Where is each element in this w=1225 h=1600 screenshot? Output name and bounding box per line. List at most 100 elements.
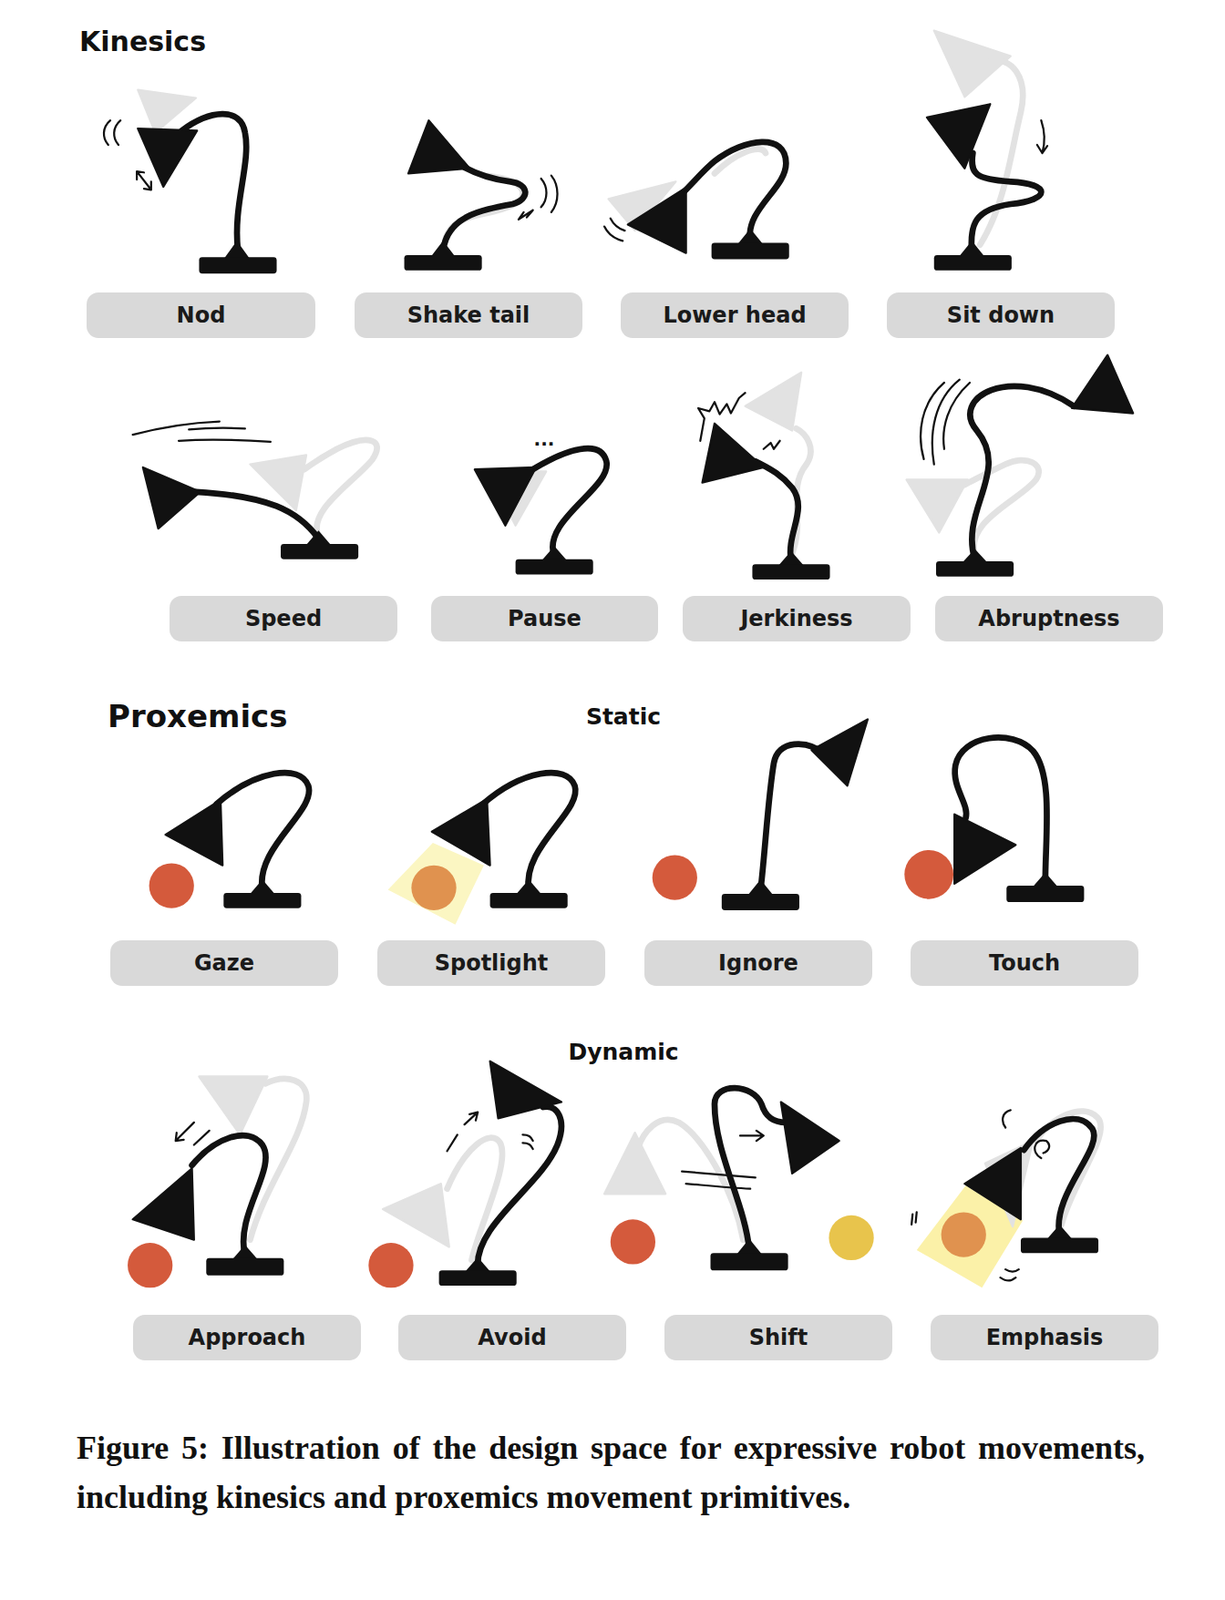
lamp-part-path: [681, 142, 786, 242]
lamp-part-polygon: [382, 1183, 450, 1247]
lamp-shake-tail: [404, 120, 558, 271]
label-box: Avoid: [398, 1315, 627, 1361]
lamp-part-path: [249, 1079, 307, 1241]
label-box: Gaze: [110, 940, 339, 987]
label-box: Ignore: [644, 940, 873, 987]
lamp-part-rect: [404, 255, 483, 271]
lamp-part-path: [1037, 120, 1048, 154]
lamp-speed: [133, 422, 378, 560]
lamp-part-path: [518, 210, 534, 220]
lamp-pause: [474, 448, 608, 575]
lamp-part-path: [192, 1135, 267, 1256]
movement-label: Shift: [749, 1325, 809, 1351]
lamp-part-path: [447, 1138, 503, 1261]
lamp-part-path: [763, 441, 781, 450]
lamp-part-path: [223, 240, 250, 259]
lamp-avoid: [368, 1061, 562, 1289]
lamp-part-rect: [1020, 1237, 1099, 1254]
label-box: Shake tail: [354, 292, 583, 339]
lamp-part-polygon: [781, 1101, 840, 1174]
lamp-part-rect: [936, 561, 1014, 577]
movement-label: Pause: [507, 606, 582, 632]
lamp-part-circle: [411, 865, 456, 911]
movement-label: Speed: [245, 606, 322, 632]
lamp-ignore: [652, 720, 868, 911]
lamp-part-path: [136, 171, 152, 190]
label-box: Shift: [664, 1315, 893, 1361]
lamp-part-polygon: [964, 1148, 1021, 1220]
sub-heading: Dynamic: [567, 1039, 679, 1066]
lamp-part-circle: [904, 850, 954, 900]
lamp-part-path: [442, 167, 525, 252]
lamp-part-rect: [710, 1253, 789, 1271]
lamp-part-path: [477, 1107, 562, 1268]
lamp-part-path: [1031, 873, 1059, 889]
lamp-sit-down: [926, 30, 1048, 271]
movement-label: Touch: [988, 950, 1061, 977]
lamp-part-path: [604, 218, 625, 242]
lamp-part-path: [698, 392, 746, 442]
lamp-part-path: [541, 545, 568, 562]
lamp-part-rect: [1006, 885, 1084, 903]
lamp-spotlight: [388, 772, 577, 926]
lamp-part-circle: [127, 1243, 173, 1288]
movement-label: Shake tail: [407, 302, 531, 329]
label-box: Lower head: [620, 292, 849, 339]
lamp-part-circle: [149, 863, 195, 908]
lamp-part-path: [541, 175, 558, 213]
lamp-part-path: [958, 240, 986, 258]
lamp-part-circle: [652, 854, 698, 900]
label-box: Speed: [169, 596, 398, 642]
lamp-part-polygon: [627, 187, 687, 254]
lamp-part-rect: [205, 1258, 284, 1277]
lamp-part-rect: [490, 893, 568, 909]
movement-label: Emphasis: [986, 1325, 1104, 1351]
lamp-part-rect: [439, 1270, 517, 1287]
lamp-part-rect: [198, 257, 277, 274]
movement-label: Nod: [176, 302, 227, 329]
lamp-jerkiness: [698, 372, 830, 580]
lamp-part-polygon: [811, 720, 868, 787]
lamp-part-path: [777, 551, 804, 567]
movement-label: Avoid: [477, 1325, 546, 1351]
movement-label: Approach: [188, 1325, 307, 1351]
lamp-part-rect: [515, 559, 594, 576]
lamp-part-path: [175, 1122, 210, 1146]
lamp-part-path: [971, 153, 1042, 252]
lamp-part-polygon: [954, 814, 1016, 885]
lamp-part-path: [911, 1212, 1020, 1281]
lamp-part-path: [681, 1131, 764, 1190]
lamp-part-rect: [721, 894, 800, 911]
lamp-part-path: [103, 120, 121, 145]
lamp-part-polygon: [926, 103, 990, 169]
lamp-lower-head: [604, 142, 790, 260]
label-box: Jerkiness: [682, 596, 911, 642]
lamp-part-polygon: [198, 1076, 268, 1135]
lamp-part-path: [979, 60, 1023, 245]
lamp-part-rect: [280, 544, 359, 560]
movement-label: Ignore: [718, 950, 799, 977]
label-box: Spotlight: [377, 940, 606, 987]
movement-label: Spotlight: [434, 950, 549, 977]
section-heading: Proxemics: [107, 698, 289, 735]
lamp-part-polygon: [604, 1132, 666, 1195]
lamp-part-path: [755, 461, 799, 562]
lamp-part-path: [760, 744, 827, 892]
lamp-part-path: [483, 772, 577, 890]
lamp-part-path: [305, 530, 332, 546]
lamp-part-path: [747, 879, 774, 896]
lamp-part-path: [133, 422, 271, 443]
lamp-part-polygon: [143, 467, 201, 529]
movement-label: Gaze: [194, 950, 255, 977]
lamp-part-path: [216, 772, 309, 890]
label-box: Sit down: [886, 292, 1115, 339]
sub-heading: Static: [586, 703, 661, 731]
lamp-part-circle: [610, 1219, 656, 1265]
lamp-part-polygon: [408, 120, 470, 174]
lamp-part-path: [515, 879, 543, 896]
lamp-part-polygon: [1071, 355, 1133, 414]
lamp-part-path: [248, 879, 276, 896]
movement-label: Jerkiness: [740, 606, 853, 632]
lamp-part-path: [1002, 1110, 1050, 1159]
lamp-part-path: [1023, 1119, 1094, 1236]
